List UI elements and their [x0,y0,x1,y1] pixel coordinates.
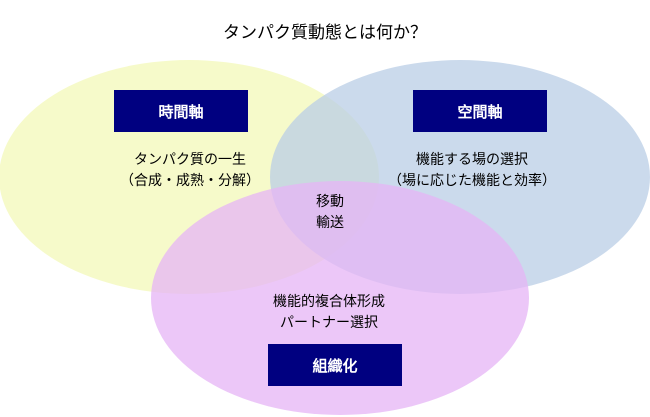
organization-line2: パートナー選択 [280,315,378,331]
intersection-line2: 輸送 [316,215,344,231]
page-title: タンパク質動態とは何か？ [223,23,427,43]
space-axis-line2: （場に応じた機能と効率） [388,173,556,189]
time-axis-line1: タンパク質の一生 [134,152,246,168]
organization-label: 組織化 [268,344,402,386]
intersection-description: 移動 輸送 [290,192,370,234]
space-axis-label: 空間軸 [413,90,547,132]
organization-description: 機能的複合体形成 パートナー選択 [229,292,429,334]
time-axis-line2: （合成・成熟・分解） [120,173,260,189]
time-axis-label: 時間軸 [114,90,248,132]
organization-line1: 機能的複合体形成 [273,294,385,310]
space-axis-line1: 機能する場の選択 [416,152,528,168]
time-axis-description: タンパク質の一生 （合成・成熟・分解） [80,150,300,192]
organization-circle [151,181,529,415]
intersection-line1: 移動 [316,194,344,210]
space-axis-description: 機能する場の選択 （場に応じた機能と効率） [362,150,582,192]
